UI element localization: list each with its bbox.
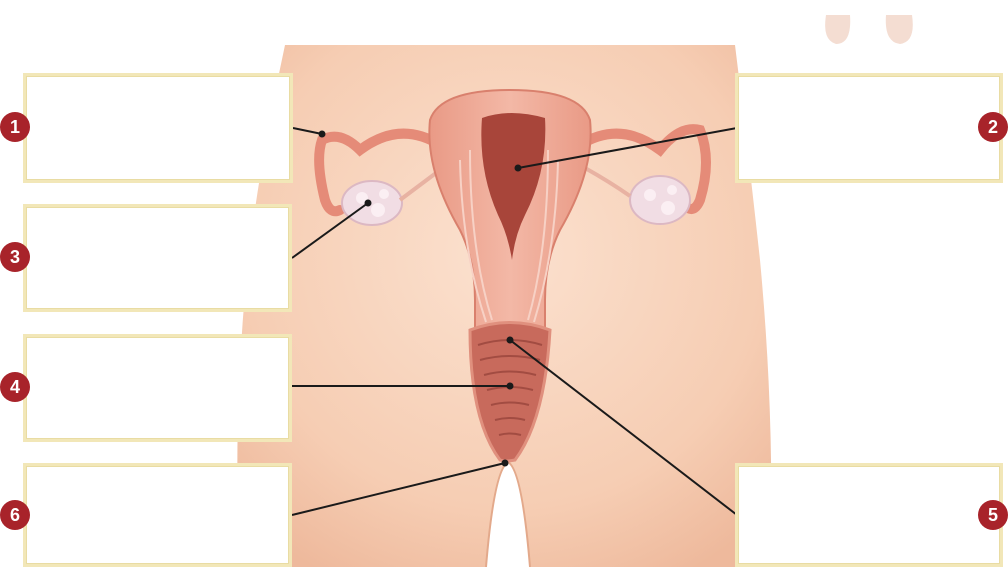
label-box-3[interactable] xyxy=(23,204,292,312)
label-box-4[interactable] xyxy=(23,334,292,442)
number-badge-4: 4 xyxy=(0,372,30,402)
number-badge-2: 2 xyxy=(978,112,1008,142)
label-box-2[interactable] xyxy=(735,73,1003,183)
number-badge-3: 3 xyxy=(0,242,30,272)
feet-silhouette xyxy=(825,15,913,44)
label-box-5[interactable] xyxy=(735,463,1003,567)
label-box-1[interactable] xyxy=(23,73,293,183)
number-badge-1: 1 xyxy=(0,112,30,142)
number-badge-6: 6 xyxy=(0,500,30,530)
label-box-6[interactable] xyxy=(23,463,292,567)
number-badge-5: 5 xyxy=(978,500,1008,530)
